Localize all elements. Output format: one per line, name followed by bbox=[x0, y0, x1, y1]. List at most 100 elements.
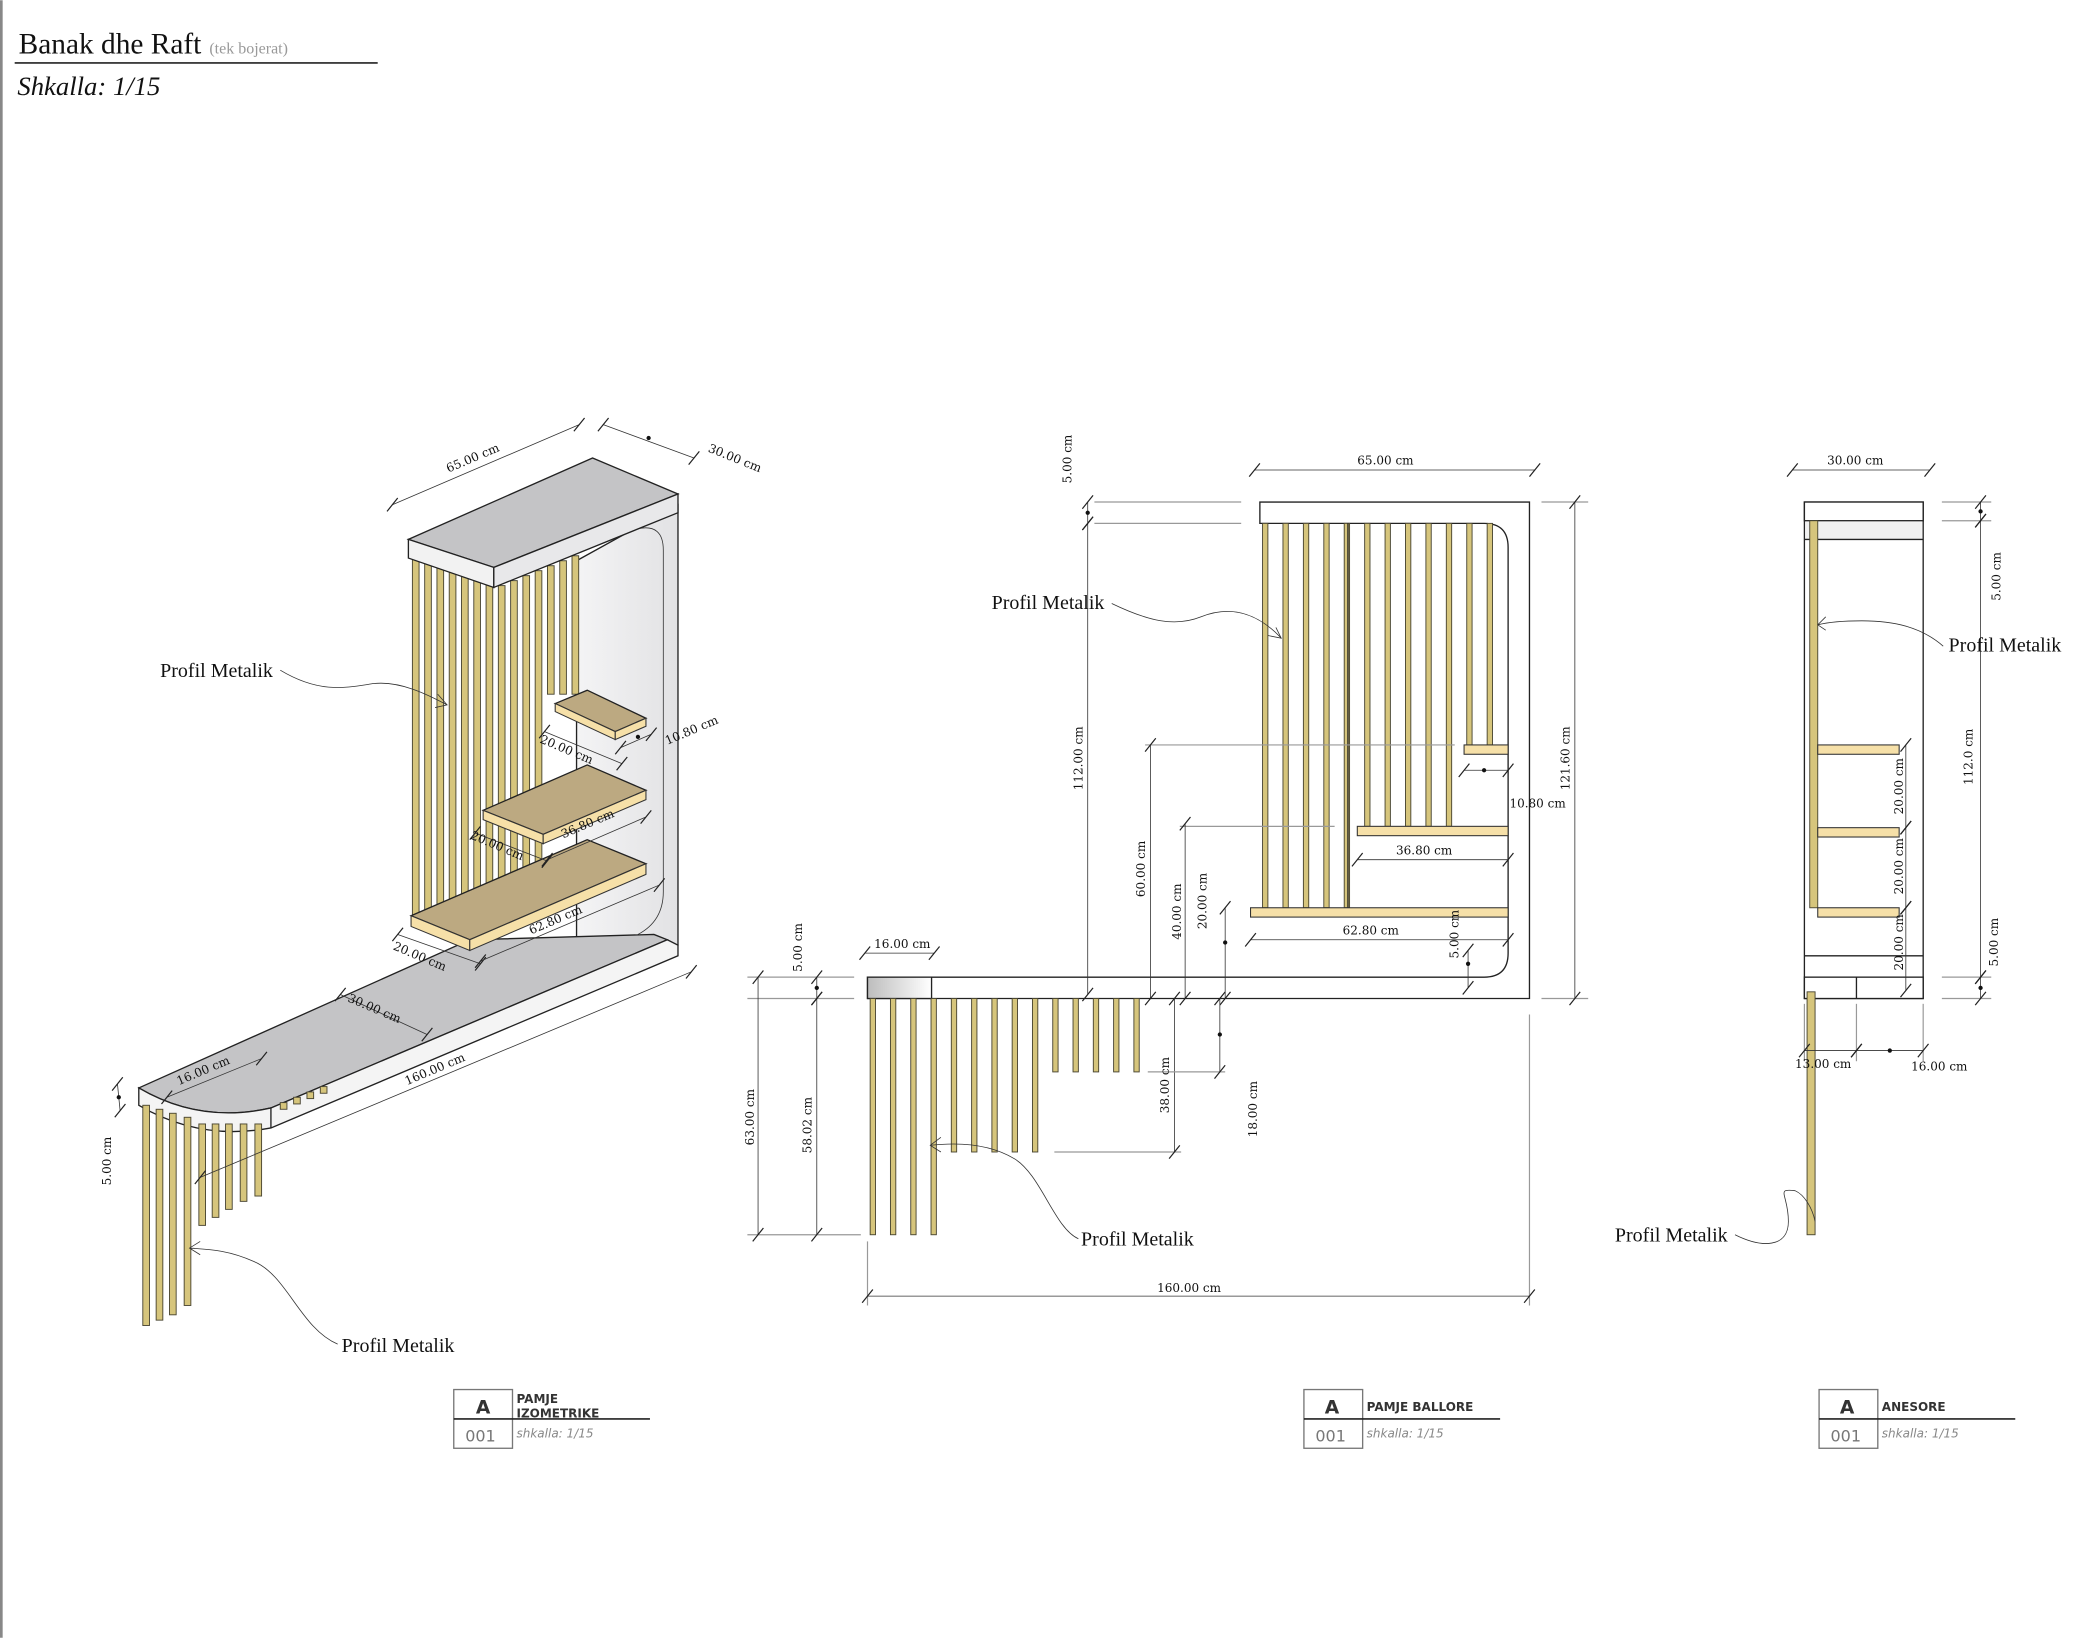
drawing-title: Banak dhe Raft(tek bojerat) bbox=[19, 29, 288, 61]
front-dim-58-02: 58.02 cm bbox=[800, 1096, 814, 1153]
metal-bar bbox=[889, 998, 897, 1236]
front-metal-bars bbox=[869, 522, 1493, 1236]
dimension-dot bbox=[116, 1095, 121, 1100]
dimension-tick bbox=[1168, 1144, 1181, 1160]
iso-label-profil-lower: Profil Metalik bbox=[342, 1335, 455, 1357]
dimension-line bbox=[200, 971, 692, 1178]
iso-dimension-lines bbox=[111, 417, 700, 1185]
metal-bar bbox=[1031, 998, 1039, 1153]
iso-shelf-middle-side bbox=[542, 789, 647, 845]
metal-bar-stub bbox=[319, 1086, 328, 1094]
iso-dim-30-depth: 30.00 cm bbox=[706, 441, 764, 475]
dimension-tick bbox=[752, 1227, 764, 1242]
title-block-scale: shkalla: 1/15 bbox=[1882, 1427, 1959, 1441]
iso-shelf-bottom-side bbox=[469, 862, 647, 952]
dimension-tick bbox=[1144, 737, 1157, 752]
metal-bar bbox=[169, 1112, 177, 1316]
front-dim-5-top: 5.00 cm bbox=[1061, 434, 1075, 483]
iso-label-profil-upper: Profil Metalik bbox=[160, 660, 273, 682]
metal-bar bbox=[1072, 998, 1079, 1073]
metal-bar bbox=[1262, 522, 1269, 909]
dimension-line bbox=[397, 934, 481, 965]
dimension-line bbox=[166, 1058, 262, 1098]
isometric-view: 65.00 cm 30.00 cm 10.80 cm 20.00 cm 36.8… bbox=[100, 417, 764, 1357]
dimension-tick bbox=[928, 946, 941, 961]
metal-bar bbox=[971, 998, 978, 1153]
metal-bar bbox=[869, 998, 876, 1236]
dimension-tick bbox=[1214, 1064, 1226, 1079]
dimension-tick bbox=[1900, 983, 1912, 998]
dimension-line bbox=[603, 424, 695, 459]
metal-bar bbox=[1011, 998, 1018, 1153]
metal-bar bbox=[1052, 998, 1059, 1073]
side-top-band bbox=[1803, 501, 1924, 522]
title-block-scale: shkalla: 1/15 bbox=[1367, 1427, 1444, 1441]
dimension-tick bbox=[1850, 1043, 1863, 1058]
dimension-tick bbox=[861, 1289, 874, 1304]
dimension-tick bbox=[1529, 462, 1541, 478]
dimension-tick bbox=[194, 1170, 206, 1185]
dimension-dot bbox=[1887, 1048, 1892, 1053]
iso-leader-upper bbox=[280, 669, 448, 708]
metal-bar bbox=[1425, 522, 1432, 827]
dimension-tick bbox=[810, 970, 823, 985]
iso-top-slab-side bbox=[493, 493, 679, 589]
side-bottom-band bbox=[1803, 976, 1924, 1000]
front-counter-end bbox=[866, 976, 933, 1000]
title-block-name: PAMJE BALLORE bbox=[1367, 1400, 1474, 1414]
dimension-dot bbox=[1085, 510, 1090, 515]
drawing-scale: Shkalla: 1/15 bbox=[17, 71, 160, 101]
metal-bar bbox=[1405, 522, 1412, 827]
title-block-front: A 001 PAMJE BALLORE shkalla: 1/15 bbox=[1303, 1388, 1501, 1449]
side-metal-bar-upper bbox=[1809, 520, 1819, 909]
side-dim-112: 112.0 cm bbox=[1962, 728, 1976, 785]
metal-bar bbox=[239, 1123, 248, 1202]
side-dim-16: 16.00 cm bbox=[1911, 1060, 1968, 1074]
dimension-dot bbox=[635, 734, 641, 740]
title-block-letter: A bbox=[1325, 1398, 1340, 1419]
dimension-tick bbox=[1924, 462, 1936, 478]
front-dimension-lines bbox=[747, 462, 1589, 1306]
dimension-tick bbox=[114, 1103, 126, 1118]
metal-bar bbox=[142, 1104, 150, 1326]
metal-bar-stub bbox=[279, 1102, 288, 1110]
dimension-dot bbox=[646, 435, 651, 441]
dimension-tick bbox=[1502, 763, 1514, 778]
metal-bar bbox=[1466, 522, 1473, 746]
metal-bar bbox=[1486, 522, 1493, 746]
title-block-side: A 001 ANESORE shkalla: 1/15 bbox=[1818, 1388, 2016, 1449]
header: Banak dhe Raft(tek bojerat) Shkalla: 1/1… bbox=[14, 29, 378, 101]
dimension-dot bbox=[1217, 1032, 1222, 1037]
front-shelf-top bbox=[1463, 744, 1509, 755]
dimension-tick bbox=[1081, 516, 1094, 531]
dimension-dot bbox=[1978, 509, 1983, 514]
dimension-tick bbox=[1144, 991, 1157, 1006]
dimension-tick bbox=[1219, 991, 1231, 1006]
dimension-tick bbox=[653, 878, 666, 893]
front-label-profil-upper: Profil Metalik bbox=[992, 592, 1105, 614]
front-dim-10-80: 10.80 cm bbox=[1509, 797, 1566, 811]
dimension-tick bbox=[1786, 462, 1799, 478]
dimension-tick bbox=[1569, 494, 1581, 510]
side-leader-lower bbox=[1734, 1189, 1816, 1244]
dimension-line bbox=[547, 816, 647, 861]
side-shelf-middle bbox=[1817, 827, 1900, 838]
dimension-tick bbox=[386, 497, 399, 512]
title-note: (tek bojerat) bbox=[209, 41, 288, 58]
dimension-tick bbox=[1351, 852, 1364, 867]
front-dim-18: 18.00 cm bbox=[1246, 1080, 1260, 1137]
dimension-tick bbox=[538, 724, 551, 739]
side-metal-bar-lower bbox=[1806, 991, 1816, 1236]
dimension-tick bbox=[1502, 932, 1514, 947]
dimension-line bbox=[392, 424, 580, 506]
front-dim-62-80: 62.80 cm bbox=[1343, 923, 1400, 937]
iso-wall-opening bbox=[637, 527, 664, 935]
dimension-tick bbox=[1179, 816, 1191, 831]
dimension-tick bbox=[541, 852, 553, 867]
metal-bar bbox=[1364, 522, 1371, 827]
metal-bar bbox=[1113, 998, 1120, 1073]
metal-bar bbox=[411, 558, 420, 922]
dimension-dot bbox=[814, 985, 819, 990]
side-leader-upper bbox=[1817, 616, 1944, 647]
front-leader-lower bbox=[929, 1136, 1079, 1240]
